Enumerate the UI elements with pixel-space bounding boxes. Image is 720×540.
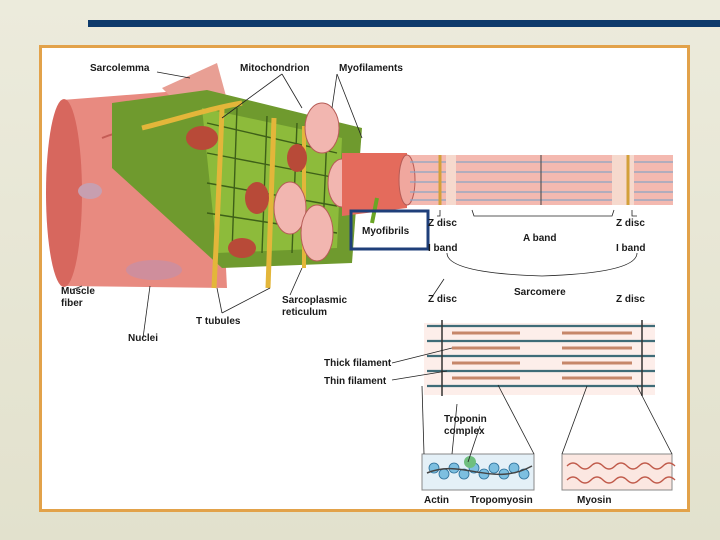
label-z-disc: Z disc bbox=[428, 218, 457, 229]
t-tubule bbox=[265, 117, 277, 289]
label-i-band: I band bbox=[428, 243, 457, 254]
label-muscle-fiber-line1: Muscle bbox=[61, 286, 95, 297]
label-i-band: I band bbox=[616, 243, 645, 254]
band-brackets bbox=[437, 209, 638, 277]
label-mitochondrion: Mitochondrion bbox=[240, 63, 309, 74]
label-actin: Actin bbox=[424, 495, 449, 506]
label-muscle-fiber-line2: fiber bbox=[61, 298, 83, 309]
actin-closeup bbox=[421, 453, 535, 491]
muscle-diagram: Sarcolemma Mitochondrion Myofilaments My… bbox=[46, 63, 676, 506]
myofibrils-callout-box bbox=[349, 209, 430, 251]
mitochondrion bbox=[245, 182, 269, 214]
extended-myofibril bbox=[342, 153, 673, 224]
label-thick-filament: Thick filament bbox=[324, 358, 392, 369]
label-sarcoplasmic-line2: reticulum bbox=[282, 307, 327, 318]
label-nuclei: Nuclei bbox=[128, 333, 158, 344]
label-thin-filament: Thin filament bbox=[324, 376, 387, 387]
label-sarcolemma: Sarcolemma bbox=[90, 63, 150, 74]
diagram-labels: Sarcolemma Mitochondrion Myofilaments My… bbox=[61, 63, 645, 506]
mitochondrion bbox=[287, 144, 307, 172]
t-tubule bbox=[211, 107, 225, 289]
troponin-complex-marker bbox=[464, 456, 476, 468]
label-troponin-line1: Troponin bbox=[444, 414, 487, 425]
label-sarcoplasmic-line1: Sarcoplasmic bbox=[282, 295, 347, 306]
nucleus bbox=[126, 260, 182, 280]
label-a-band: A band bbox=[523, 233, 557, 244]
label-myosin: Myosin bbox=[577, 495, 611, 506]
label-z-disc: Z disc bbox=[428, 294, 457, 305]
nucleus bbox=[78, 183, 102, 199]
label-myofilaments: Myofilaments bbox=[339, 63, 403, 74]
label-z-disc: Z disc bbox=[616, 218, 645, 229]
label-tropomyosin: Tropomyosin bbox=[470, 495, 533, 506]
label-sarcomere: Sarcomere bbox=[514, 287, 566, 298]
myosin-closeup bbox=[561, 453, 676, 491]
mitochondrion bbox=[228, 238, 256, 258]
label-z-disc: Z disc bbox=[616, 294, 645, 305]
label-myofibrils: Myofibrils bbox=[362, 226, 410, 237]
label-t-tubules: T tubules bbox=[196, 316, 241, 327]
tropomyosin-strand bbox=[426, 465, 533, 476]
muscle-structure-figure: Sarcolemma Mitochondrion Myofilaments My… bbox=[39, 45, 690, 512]
sarcomere-detail bbox=[424, 320, 655, 396]
mitochondrion bbox=[186, 126, 218, 150]
leader-lines bbox=[71, 71, 673, 463]
title-accent-bar bbox=[88, 20, 720, 27]
label-troponin-line2: complex bbox=[444, 426, 485, 437]
t-tubule bbox=[141, 100, 243, 131]
